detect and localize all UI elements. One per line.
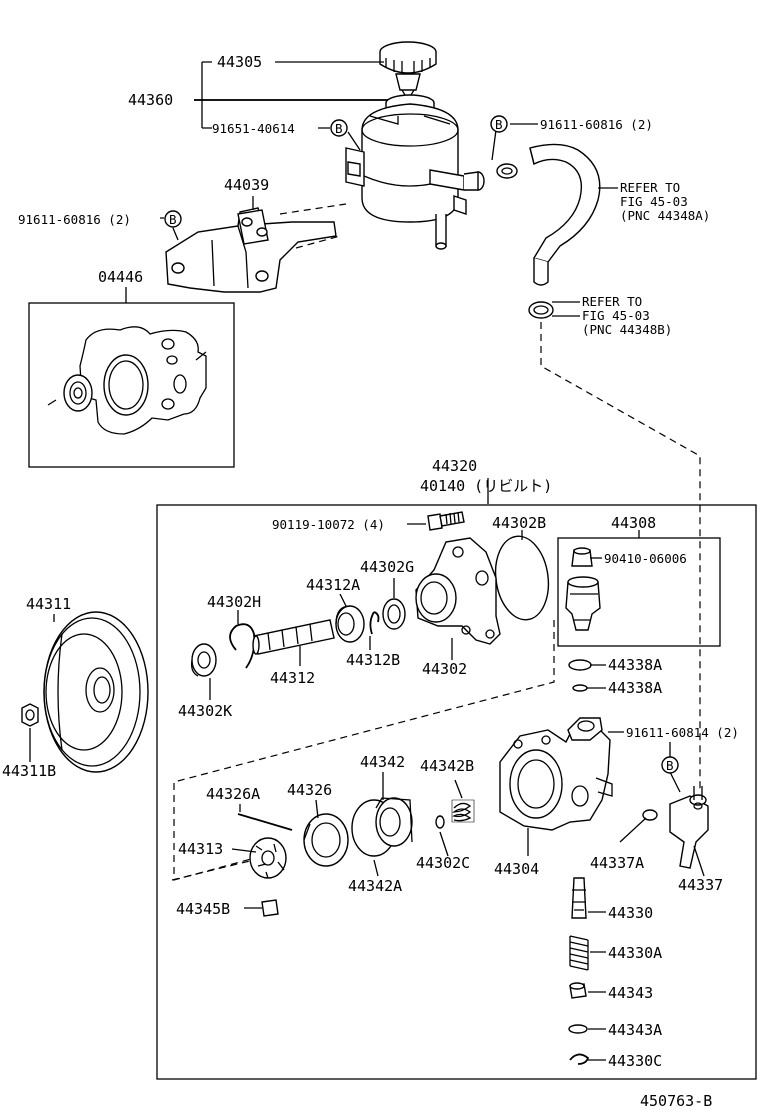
valve-kit-contents <box>565 547 601 631</box>
rear-housing-44304 <box>499 717 613 831</box>
svg-text:B: B <box>666 758 674 773</box>
label-44304: 44304 <box>494 860 539 878</box>
spring-44330A <box>569 935 589 971</box>
label-refer-2-a: REFER TO <box>582 294 642 309</box>
bolt-90119-10072 <box>427 511 465 531</box>
label-91651-40614: 91651-40614 <box>212 121 295 136</box>
label-44308: 44308 <box>611 514 656 532</box>
plug-44343 <box>569 982 587 999</box>
label-44326A: 44326A <box>206 785 260 803</box>
bracket-tank-dashlines <box>279 203 347 249</box>
o-ring-44338A-1 <box>568 659 592 671</box>
hose-clamp-lower <box>528 301 554 319</box>
hose-to-union-dashline <box>540 322 701 790</box>
label-44337A: 44337A <box>590 854 644 872</box>
label-44302: 44302 <box>422 660 467 678</box>
snap-ring-44330C <box>569 1053 590 1065</box>
label-44338A-2: 44338A <box>608 679 662 697</box>
label-refer-1-a: REFER TO <box>620 180 680 195</box>
label-44302B: 44302B <box>492 514 546 532</box>
label-44326: 44326 <box>287 781 332 799</box>
gasket-kit-contents <box>47 326 207 435</box>
label-44342A: 44342A <box>348 877 402 895</box>
label-44338A-1: 44338A <box>608 656 662 674</box>
label-44312: 44312 <box>270 669 315 687</box>
label-44313: 44313 <box>178 840 223 858</box>
svg-text:B: B <box>169 212 177 227</box>
label-44302G: 44302G <box>360 558 414 576</box>
label-44312B: 44312B <box>346 651 400 669</box>
label-44302C: 44302C <box>416 854 470 872</box>
cover-44342 <box>375 797 413 847</box>
bracket-44039 <box>165 207 337 293</box>
label-44302K: 44302K <box>178 702 232 720</box>
valve-44330 <box>571 877 587 919</box>
b-marker-icon-4: B <box>661 756 679 774</box>
label-refer-1-b: FIG 45-03 <box>620 194 688 209</box>
snap-ring-44312B <box>369 611 380 635</box>
label-90410-06006: 90410-06006 <box>604 551 687 566</box>
b-marker-icon-1: B <box>330 119 348 137</box>
label-04446: 04446 <box>98 268 143 286</box>
label-44330C: 44330C <box>608 1052 662 1070</box>
label-44345B: 44345B <box>176 900 230 918</box>
label-44302H: 44302H <box>207 593 261 611</box>
reservoir-cap-44305 <box>379 41 437 102</box>
label-refer-2-c: (PNC 44348B) <box>582 322 672 337</box>
seal-44302G <box>382 598 406 630</box>
b-marker-icon-2: B <box>490 115 508 133</box>
o-ring-44337A <box>642 809 658 821</box>
spring-44342B <box>451 799 475 823</box>
label-91611-60816-top: 91611-60816 (2) <box>540 117 653 132</box>
diagram-id: 450763-B <box>640 1092 712 1110</box>
cartridge-group-dashline <box>173 620 555 881</box>
bearing-44312A <box>335 605 365 643</box>
label-44320: 44320 <box>432 457 477 475</box>
label-44305: 44305 <box>217 53 262 71</box>
snap-ring-44302H <box>229 623 256 669</box>
label-91611-60816-left: 91611-60816 (2) <box>18 212 131 227</box>
o-ring-44302C <box>435 815 445 829</box>
reservoir-tank-44360 <box>345 94 485 250</box>
o-ring-44338A-2 <box>572 684 588 692</box>
label-44343A: 44343A <box>608 1021 662 1039</box>
svg-text:B: B <box>495 117 503 132</box>
hose-44348A <box>496 143 601 286</box>
cartridge-group-dashline-2 <box>171 857 263 881</box>
label-44360: 44360 <box>128 91 173 109</box>
label-refer-2-b: FIG 45-03 <box>582 308 650 323</box>
label-40140: 40140 (リビルト) <box>420 477 552 495</box>
label-90119-10072: 90119-10072 (4) <box>272 517 385 532</box>
label-44330: 44330 <box>608 904 653 922</box>
label-44343: 44343 <box>608 984 653 1002</box>
bearing-44302K <box>190 643 217 677</box>
nut-44311B <box>21 703 39 727</box>
leader-lines <box>29 61 705 1061</box>
label-44039: 44039 <box>224 176 269 194</box>
label-44337: 44337 <box>678 876 723 894</box>
pulley-44311 <box>43 611 149 773</box>
label-44342B: 44342B <box>420 757 474 775</box>
gasket-44302B <box>494 535 550 621</box>
label-91611-60814: 91611-60814 (2) <box>626 725 739 740</box>
o-ring-44343A <box>568 1024 588 1034</box>
label-refer-1-c: (PNC 44348A) <box>620 208 710 223</box>
pump-assembly-box <box>156 504 757 1080</box>
label-44342: 44342 <box>360 753 405 771</box>
svg-text:B: B <box>335 121 343 136</box>
rotor-44313 <box>249 837 287 879</box>
label-44311: 44311 <box>26 595 71 613</box>
b-marker-icon-3: B <box>164 210 182 228</box>
label-44311B: 44311B <box>2 762 56 780</box>
gasket-kit-box-04446 <box>28 302 235 468</box>
label-44330A: 44330A <box>608 944 662 962</box>
front-housing-44302 <box>415 537 501 645</box>
union-44337 <box>669 786 709 869</box>
label-44312A: 44312A <box>306 576 360 594</box>
shaft-44312 <box>252 619 335 655</box>
cam-ring-44326 <box>303 813 349 867</box>
vane-44345B <box>261 899 279 917</box>
pin-44326A <box>237 813 293 831</box>
